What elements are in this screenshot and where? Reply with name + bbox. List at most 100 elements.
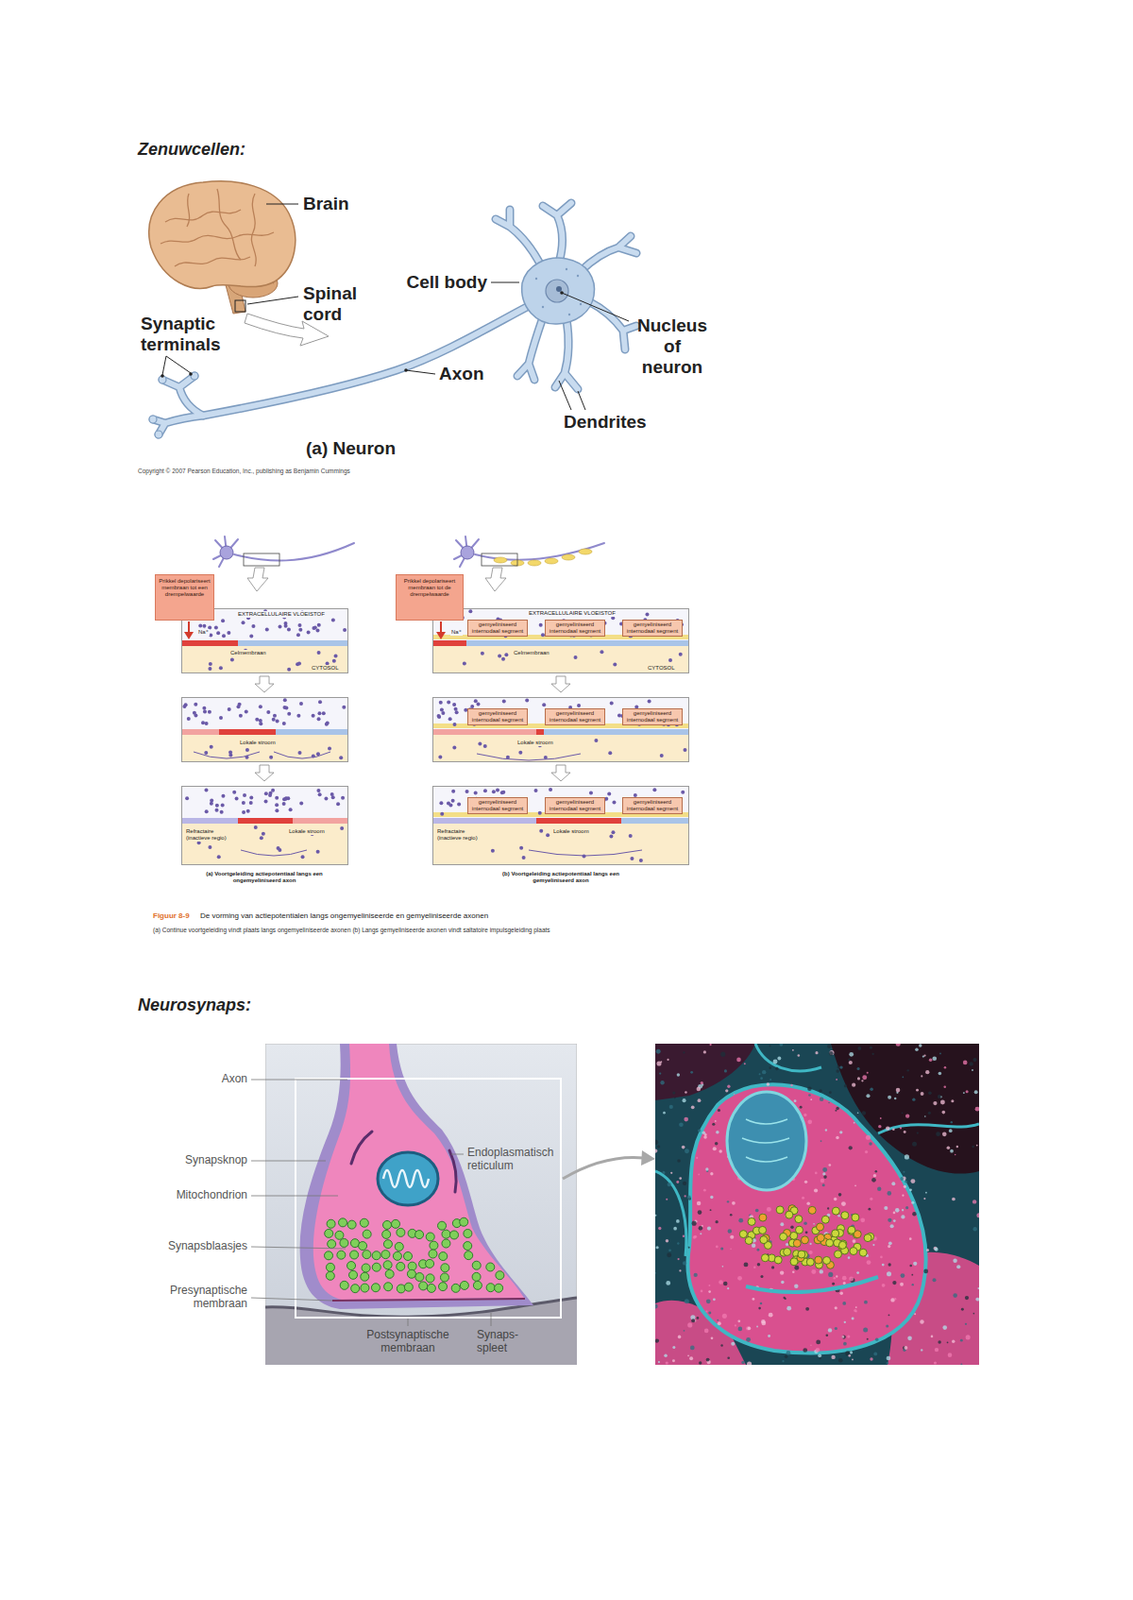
leader-line bbox=[251, 1195, 339, 1197]
leader-line bbox=[251, 1079, 348, 1081]
ion-dot bbox=[593, 738, 598, 743]
micrograph-speckle bbox=[810, 1343, 812, 1346]
micrograph-speckle bbox=[759, 1072, 761, 1075]
neuron-drawing bbox=[580, 236, 637, 271]
myelin-segment: gemyeliniseerd internodaal segment bbox=[467, 708, 528, 726]
micrograph-speckle bbox=[904, 1345, 909, 1350]
micrograph-vesicle bbox=[816, 1222, 825, 1231]
panel-label: Lokale stroom bbox=[238, 739, 277, 746]
myelin-segment: gemyeliniseerd internodaal segment bbox=[467, 796, 528, 814]
micrograph-speckle bbox=[697, 1173, 700, 1176]
micrograph-speckle bbox=[807, 1118, 812, 1124]
micrograph-speckle bbox=[666, 1251, 672, 1257]
membrane-panel bbox=[181, 696, 349, 729]
leader-line bbox=[251, 1246, 346, 1249]
ion-dot bbox=[296, 632, 301, 637]
box-text: gemyeliniseerd internodaal segment bbox=[547, 798, 603, 812]
synapse-drawing bbox=[300, 1043, 534, 1309]
synapse-drawing bbox=[449, 1149, 457, 1192]
micrograph-speckle bbox=[825, 1128, 828, 1131]
vesicle bbox=[426, 1283, 436, 1292]
micrograph-speckle bbox=[703, 1188, 707, 1192]
micrograph-vesicle bbox=[793, 1238, 801, 1247]
micrograph-speckle bbox=[937, 1339, 941, 1343]
micrograph-speckle bbox=[714, 1141, 719, 1146]
part-label: Dendrites bbox=[563, 411, 647, 433]
part-label: Brain bbox=[303, 193, 350, 215]
micrograph-speckle bbox=[689, 1355, 694, 1360]
membrane-panel bbox=[432, 785, 690, 865]
micrograph-speckle bbox=[831, 1282, 835, 1286]
ion-dot bbox=[274, 795, 279, 800]
ion-dot bbox=[271, 717, 276, 722]
leader-line bbox=[490, 1312, 492, 1326]
micrograph-speckle bbox=[773, 1059, 778, 1065]
micrograph-speckle bbox=[756, 1325, 759, 1328]
vesicle bbox=[338, 1217, 348, 1227]
panel-label: Na⁺ bbox=[450, 628, 463, 636]
leader-line bbox=[162, 355, 167, 375]
micrograph-speckle bbox=[861, 1079, 863, 1082]
micrograph-speckle bbox=[913, 1312, 916, 1315]
membrane-panel: Lokale stroom bbox=[181, 696, 349, 762]
ion-dot bbox=[327, 745, 332, 750]
micrograph-speckle bbox=[912, 1141, 917, 1147]
neuron-drawing bbox=[154, 430, 163, 439]
micrograph-vesicle bbox=[795, 1225, 804, 1234]
ion-dot bbox=[204, 721, 209, 726]
micrograph-speckle bbox=[655, 1148, 658, 1152]
neuron-icon-body bbox=[219, 545, 474, 559]
micrograph-speckle bbox=[838, 1192, 843, 1197]
micrograph-speckle bbox=[786, 1350, 792, 1355]
micrograph-vesicle bbox=[849, 1247, 858, 1255]
micrograph-speckle bbox=[939, 1052, 942, 1055]
micrograph-speckle bbox=[784, 1354, 789, 1359]
micrograph-speckle bbox=[706, 1357, 711, 1362]
ion-dot bbox=[315, 627, 320, 632]
micrograph-speckle bbox=[905, 1113, 910, 1117]
ion-dot bbox=[249, 633, 254, 638]
micrograph-speckle bbox=[839, 1065, 843, 1068]
micrograph-speckle bbox=[727, 1355, 730, 1359]
panel-label: EXTRACELLULAIRE VLOEISTOF bbox=[527, 609, 617, 617]
neuron-drawing bbox=[149, 415, 157, 423]
micrograph-speckle bbox=[934, 1247, 939, 1252]
synapse-drawing bbox=[351, 1131, 373, 1164]
ion-dot bbox=[576, 703, 581, 708]
panel-label: Lokale stroom bbox=[516, 739, 555, 746]
micrograph-speckle bbox=[700, 1081, 704, 1084]
ion-dot bbox=[465, 789, 470, 794]
leader-line bbox=[407, 1318, 409, 1326]
micrograph-speckle bbox=[676, 1158, 681, 1163]
membrane-panel bbox=[432, 823, 690, 865]
micrograph-speckle bbox=[665, 1198, 668, 1201]
micrograph-speckle bbox=[760, 1076, 763, 1080]
micrograph-speckle bbox=[757, 1248, 761, 1252]
micrograph-speckle bbox=[977, 1286, 980, 1289]
micrograph-speckle bbox=[727, 1286, 729, 1289]
ion-dot bbox=[197, 840, 202, 845]
open-arrow bbox=[551, 764, 571, 781]
micrograph-speckle bbox=[819, 1356, 822, 1359]
box-text: Prikkel depolariseert membraan tot een d… bbox=[158, 577, 211, 599]
micrograph-speckle bbox=[805, 1230, 809, 1234]
micrograph-speckle bbox=[806, 1200, 811, 1205]
neuron-drawing bbox=[541, 305, 544, 308]
ion-dot bbox=[456, 801, 461, 806]
vesicle bbox=[347, 1219, 356, 1229]
synapse-drawing bbox=[324, 1217, 505, 1293]
micrograph-speckle bbox=[768, 1312, 774, 1318]
micrograph-speckle bbox=[690, 1070, 694, 1074]
zoom-box bbox=[243, 553, 280, 566]
micrograph-speckle bbox=[707, 1225, 711, 1230]
zoom-box bbox=[243, 553, 518, 566]
ion-dot bbox=[477, 741, 482, 745]
neuron-icon bbox=[213, 536, 238, 567]
micrograph-speckle bbox=[797, 1053, 801, 1057]
micrograph-speckle bbox=[659, 1060, 662, 1063]
micrograph-speckle bbox=[934, 1347, 939, 1352]
vesicle bbox=[415, 1272, 424, 1282]
micrograph-speckle bbox=[834, 1109, 837, 1112]
micrograph-speckle bbox=[833, 1276, 837, 1280]
micrograph-speckle bbox=[734, 1323, 737, 1326]
